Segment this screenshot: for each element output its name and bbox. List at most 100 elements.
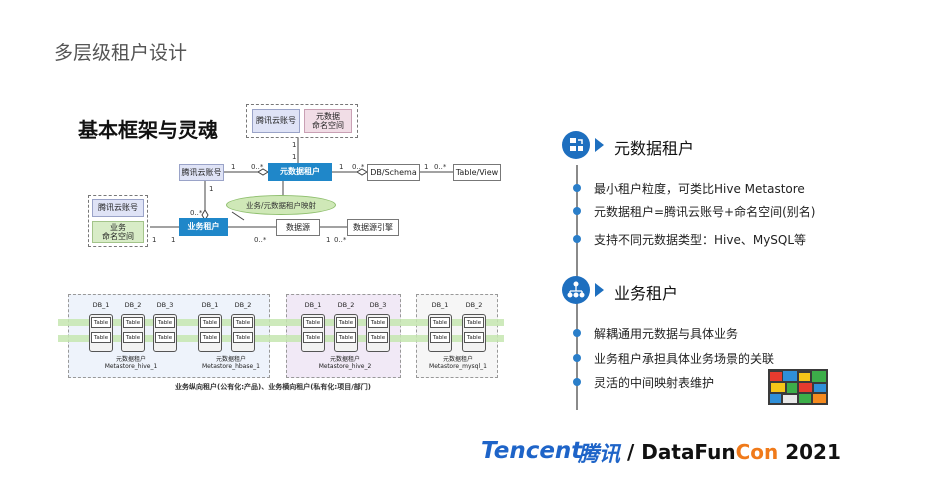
table-cell: Table bbox=[123, 332, 143, 343]
database-glyph bbox=[570, 138, 583, 151]
db-label: DB_1 bbox=[431, 301, 449, 309]
bullet-dot bbox=[573, 378, 581, 386]
table-cell: Table bbox=[91, 332, 111, 343]
cluster-tenant: 元数据租户 bbox=[442, 356, 473, 363]
table-cell: Table bbox=[336, 317, 356, 328]
horizontal-band bbox=[58, 319, 504, 326]
network-glyph bbox=[567, 281, 585, 298]
cluster-store: Metastore_mysql_1 bbox=[429, 362, 487, 370]
box-meta-tenant: 元数据租户 bbox=[268, 163, 332, 181]
cluster-tenant: 元数据租户 bbox=[215, 356, 246, 363]
meta-point: 元数据租户=腾讯云账号+命名空间(别名) bbox=[594, 205, 816, 219]
db-label: DB_2 bbox=[124, 301, 142, 309]
logo-datafun: DataFun bbox=[641, 440, 736, 464]
db-label: DB_1 bbox=[92, 301, 110, 309]
meta-tenant-heading: 元数据租户 bbox=[614, 139, 695, 158]
table-cell: Table bbox=[368, 317, 388, 328]
db-label: DB_1 bbox=[201, 301, 219, 309]
top-group-frame bbox=[246, 104, 358, 138]
logo-year: 2021 bbox=[778, 440, 841, 464]
database-icon bbox=[562, 131, 590, 159]
slide-title: 多层级租户设计 bbox=[54, 42, 188, 64]
mult-label: 0..* bbox=[434, 163, 447, 171]
table-cell: Table bbox=[233, 332, 253, 343]
table-cell: Table bbox=[91, 317, 111, 328]
meta-point: 最小租户粒度，可类比Hive Metastore bbox=[594, 182, 805, 196]
bullet-dot bbox=[573, 207, 581, 215]
mult-label: 1 bbox=[209, 185, 214, 193]
mult-label: 1 bbox=[292, 141, 297, 149]
mult-label: 1 bbox=[292, 153, 297, 161]
cluster-tenant: 元数据租户 bbox=[329, 356, 360, 363]
mult-label: 1 bbox=[152, 236, 157, 244]
lower-group-frame bbox=[88, 195, 148, 247]
box-tencent-account-left: 腾讯云账号 bbox=[179, 164, 224, 181]
table-cell: Table bbox=[464, 317, 484, 328]
tencent-logo: Tencent bbox=[481, 438, 583, 464]
bullet-dot bbox=[573, 184, 581, 192]
box-business-tenant: 业务租户 bbox=[179, 218, 228, 236]
mult-label: 1 bbox=[424, 163, 429, 171]
biz-point: 解耦通用元数据与具体业务 bbox=[594, 327, 739, 341]
biz-tenant-heading: 业务租户 bbox=[614, 284, 679, 303]
cluster-label: 元数据租户 Metastore_mysql_1 bbox=[422, 356, 494, 371]
biz-point: 灵活的中间映射表维护 bbox=[594, 376, 715, 390]
cluster-store: Metastore_hbase_1 bbox=[202, 362, 260, 370]
mult-label: 1 bbox=[326, 236, 331, 244]
horizontal-band bbox=[58, 335, 504, 342]
tencent-cn-logo: 腾讯 bbox=[578, 442, 620, 466]
arrow-marker bbox=[595, 283, 604, 297]
table-cell: Table bbox=[155, 317, 175, 328]
bullet-dot bbox=[573, 354, 581, 362]
mult-label: 0..* bbox=[334, 236, 347, 244]
table-cell: Table bbox=[155, 332, 175, 343]
db-label: DB_1 bbox=[304, 301, 322, 309]
table-cell: Table bbox=[430, 317, 450, 328]
db-label: DB_2 bbox=[465, 301, 483, 309]
mult-label: 0..* bbox=[190, 209, 203, 217]
box-tencent-account-top: 腾讯云账号 bbox=[252, 109, 300, 133]
section-title: 基本框架与灵魂 bbox=[78, 118, 218, 142]
mapping-ellipse: 业务/元数据租户映射 bbox=[226, 195, 336, 215]
box-namespace-top: 元数据 命名空间 bbox=[304, 109, 352, 133]
table-cell: Table bbox=[303, 317, 323, 328]
logo-con: Con bbox=[735, 440, 779, 464]
lego-image bbox=[768, 369, 828, 405]
bullet-dot bbox=[573, 329, 581, 337]
bottom-caption: 业务纵向租户(公有化:产品)、业务横向租户(私有化:项目/部门) bbox=[175, 383, 371, 391]
db-label: DB_3 bbox=[156, 301, 174, 309]
mult-label: 0..* bbox=[254, 236, 267, 244]
table-cell: Table bbox=[368, 332, 388, 343]
table-cell: Table bbox=[336, 332, 356, 343]
table-cell: Table bbox=[303, 332, 323, 343]
db-label: DB_3 bbox=[369, 301, 387, 309]
db-label: DB_2 bbox=[337, 301, 355, 309]
meta-point: 支持不同元数据类型：Hive、MySQL等 bbox=[594, 233, 807, 247]
table-cell: Table bbox=[123, 317, 143, 328]
table-cell: Table bbox=[200, 332, 220, 343]
box-db-schema: DB/Schema bbox=[367, 164, 420, 181]
biz-point: 业务租户承担具体业务场景的关联 bbox=[594, 352, 775, 366]
mult-label: 0..* bbox=[251, 163, 264, 171]
cluster-store: Metastore_hive_1 bbox=[104, 362, 158, 370]
cluster-label: 元数据租户 Metastore_hive_2 bbox=[312, 356, 378, 371]
cluster-tenant: 元数据租户 bbox=[115, 356, 146, 363]
table-cell: Table bbox=[464, 332, 484, 343]
box-tencent-account-lower: 腾讯云账号 bbox=[92, 199, 144, 217]
table-cell: Table bbox=[200, 317, 220, 328]
cluster-label: 元数据租户 Metastore_hbase_1 bbox=[196, 356, 266, 371]
box-engine: 数据源引擎 bbox=[347, 219, 399, 236]
table-cell: Table bbox=[430, 332, 450, 343]
mult-label: 1 bbox=[171, 236, 176, 244]
box-datasource: 数据源 bbox=[276, 219, 320, 236]
table-cell: Table bbox=[233, 317, 253, 328]
box-table-view: Table/View bbox=[453, 164, 501, 181]
datafuncon-logo: / DataFunCon 2021 bbox=[627, 440, 841, 464]
box-business-namespace: 业务 命名空间 bbox=[92, 221, 144, 243]
network-icon bbox=[562, 276, 590, 304]
bullet-dot bbox=[573, 235, 581, 243]
mult-label: 1 bbox=[231, 163, 236, 171]
db-label: DB_2 bbox=[234, 301, 252, 309]
logo-slash: / bbox=[627, 440, 635, 464]
